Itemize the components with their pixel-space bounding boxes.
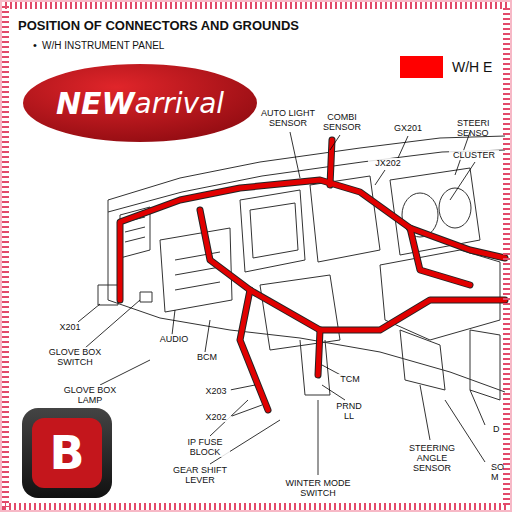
part-label: •: [33, 40, 43, 50]
badge-text: B: [49, 426, 84, 480]
part-label: X202: [201, 412, 231, 422]
badge: NEWarrival: [30, 70, 250, 136]
part-label: D: [493, 424, 507, 434]
badge-text: NEW: [56, 86, 135, 121]
title: POSITION OF CONNECTORS AND GROUNDS: [18, 18, 299, 33]
app-logo: B: [32, 418, 102, 488]
part-label: W/H INSTRUMENT PANEL: [42, 41, 242, 51]
part-label: WINTER MODE SWITCH: [283, 478, 353, 498]
legend-text: W/H E: [452, 59, 492, 75]
part-label: IP FUSE BLOCK: [180, 437, 230, 457]
part-label: COMBI SENSOR: [317, 112, 367, 132]
part-label: GX201: [388, 123, 428, 133]
part-label: JX202: [368, 158, 408, 168]
part-label: GLOVE BOX SWITCH: [40, 347, 110, 367]
part-label: STEERI SENSO: [457, 118, 507, 138]
part-label: GLOVE BOX LAMP: [60, 385, 120, 405]
part-label: X201: [50, 322, 90, 332]
part-label: X203: [201, 386, 231, 396]
part-label: STEERING ANGLE SENSOR: [399, 443, 465, 473]
badge-text: arrival: [135, 87, 224, 120]
part-label: CLUSTER: [449, 150, 499, 160]
part-label: TCM: [335, 374, 365, 384]
part-label: BCM: [192, 352, 222, 362]
part-label: SO M: [491, 462, 507, 482]
part-label: GEAR SHIFT LEVER: [170, 465, 230, 485]
part-label: PRND LL: [333, 401, 365, 421]
part-label: AUTO LIGHT SENSOR: [260, 108, 316, 128]
legend-swatch: [400, 56, 443, 78]
part-label: AUDIO: [154, 334, 194, 344]
